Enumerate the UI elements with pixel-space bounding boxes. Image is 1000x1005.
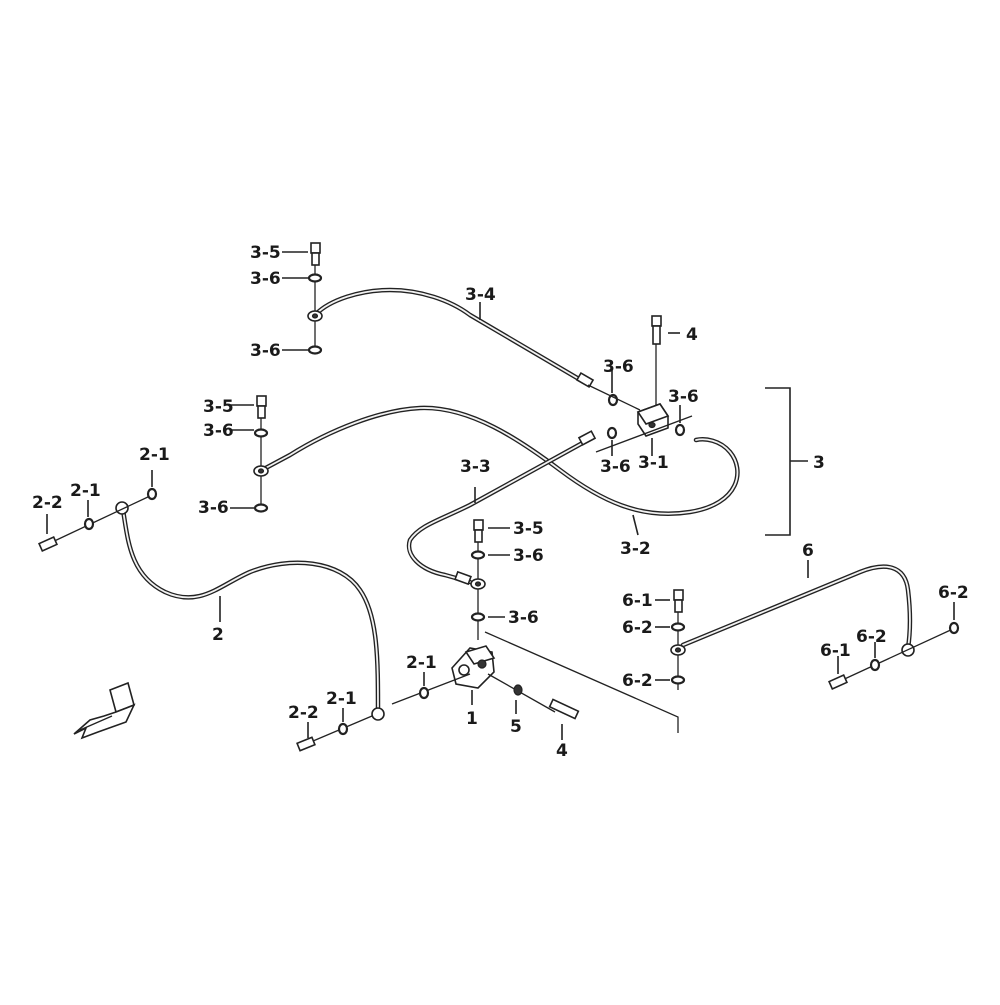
label-2-1: 2-1 <box>326 689 357 709</box>
brake-hose-3-4 <box>313 287 595 389</box>
label-3-6: 3-6 <box>600 457 631 477</box>
hose-2-lower-fittings <box>296 707 385 752</box>
callout-labels: 3-5 3-6 3-6 3-4 4 3-6 3-6 3-5 3-6 3 3-6 … <box>32 243 969 761</box>
label-6-2: 6-2 <box>856 627 887 647</box>
brake-hose-2 <box>120 507 381 715</box>
label-3-6: 3-6 <box>668 387 699 407</box>
master-cylinder-1 <box>391 631 679 740</box>
label-3-6: 3-6 <box>198 498 229 518</box>
brake-hose-3-2 <box>259 405 740 517</box>
banjo-assembly-mid-left <box>230 395 269 513</box>
banjo-assembly-centre <box>470 519 510 640</box>
label-4: 4 <box>556 741 568 761</box>
label-3-6: 3-6 <box>250 269 281 289</box>
label-3-6: 3-6 <box>508 608 539 628</box>
hose-6-left-fittings <box>655 589 686 690</box>
label-2-2: 2-2 <box>32 493 63 513</box>
label-4: 4 <box>686 325 698 345</box>
label-3-1: 3-1 <box>638 453 669 473</box>
label-3-5: 3-5 <box>250 243 281 263</box>
group-bracket-3 <box>765 387 808 536</box>
brake-hose-6 <box>680 564 913 651</box>
label-6-2: 6-2 <box>622 618 653 638</box>
label-2-2: 2-2 <box>288 703 319 723</box>
label-6: 6 <box>802 541 814 561</box>
washer-5 <box>513 684 523 696</box>
label-3-5: 3-5 <box>203 397 234 417</box>
sealing-washer-icon <box>307 273 323 283</box>
label-3-6: 3-6 <box>603 357 634 377</box>
label-2-1: 2-1 <box>406 653 437 673</box>
label-3-2: 3-2 <box>620 539 651 559</box>
label-3-6: 3-6 <box>203 421 234 441</box>
label-3-6: 3-6 <box>250 341 281 361</box>
hose-2-upper-fittings <box>38 470 158 552</box>
banjo-bolt-icon <box>310 242 321 254</box>
label-6-2: 6-2 <box>622 671 653 691</box>
label-3-4: 3-4 <box>465 285 496 305</box>
hose-label-leaders <box>219 302 809 622</box>
label-3: 3 <box>813 453 825 473</box>
label-6-1: 6-1 <box>622 591 653 611</box>
label-3-3: 3-3 <box>460 457 491 477</box>
label-6-2: 6-2 <box>938 583 969 603</box>
label-5: 5 <box>510 717 522 737</box>
label-6-1: 6-1 <box>820 641 851 661</box>
label-2-1: 2-1 <box>139 445 170 465</box>
label-2: 2 <box>212 625 224 645</box>
label-3-6: 3-6 <box>513 546 544 566</box>
hose-joint-3-1 <box>587 315 693 456</box>
front-direction-arrow-icon <box>73 681 136 740</box>
hose-6-right-fittings <box>828 602 960 690</box>
brake-hose-3-3 <box>406 430 597 586</box>
label-2-1: 2-1 <box>70 481 101 501</box>
label-3-5: 3-5 <box>513 519 544 539</box>
label-1: 1 <box>466 709 478 729</box>
banjo-assembly-top <box>282 242 323 355</box>
bolt-4 <box>548 698 580 720</box>
